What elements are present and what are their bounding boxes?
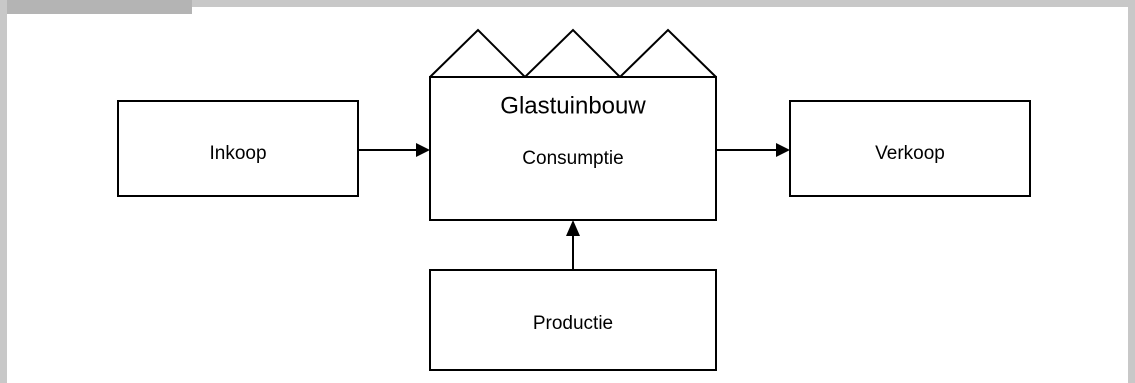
arrowhead-icon [566,220,580,236]
verkoop-label: Verkoop [875,143,945,164]
arrow-glastuinbouw-to-verkoop [716,143,790,157]
productie-label: Productie [533,313,613,334]
arrowhead-icon [776,143,790,157]
consumptie-label: Consumptie [522,148,623,169]
glastuinbouw-label: Glastuinbouw [500,92,646,119]
frame-right-border [1128,0,1135,383]
arrow-inkoop-to-glastuinbouw [358,143,430,157]
greenhouse-roof [429,28,717,79]
node-productie: Productie [429,269,717,371]
inkoop-box [117,100,359,197]
node-inkoop: Inkoop [117,100,359,197]
node-verkoop: Verkoop [789,100,1031,197]
productie-box [429,269,717,371]
node-glastuinbouw: Glastuinbouw Consumptie [429,76,717,221]
arrow-productie-to-glastuinbouw [566,220,580,270]
verkoop-box [789,100,1031,197]
inkoop-label: Inkoop [209,143,266,164]
frame-corner-tab [0,0,192,14]
frame-top-border [192,0,1135,7]
frame-left-border [0,0,7,383]
arrowhead-icon [416,143,430,157]
